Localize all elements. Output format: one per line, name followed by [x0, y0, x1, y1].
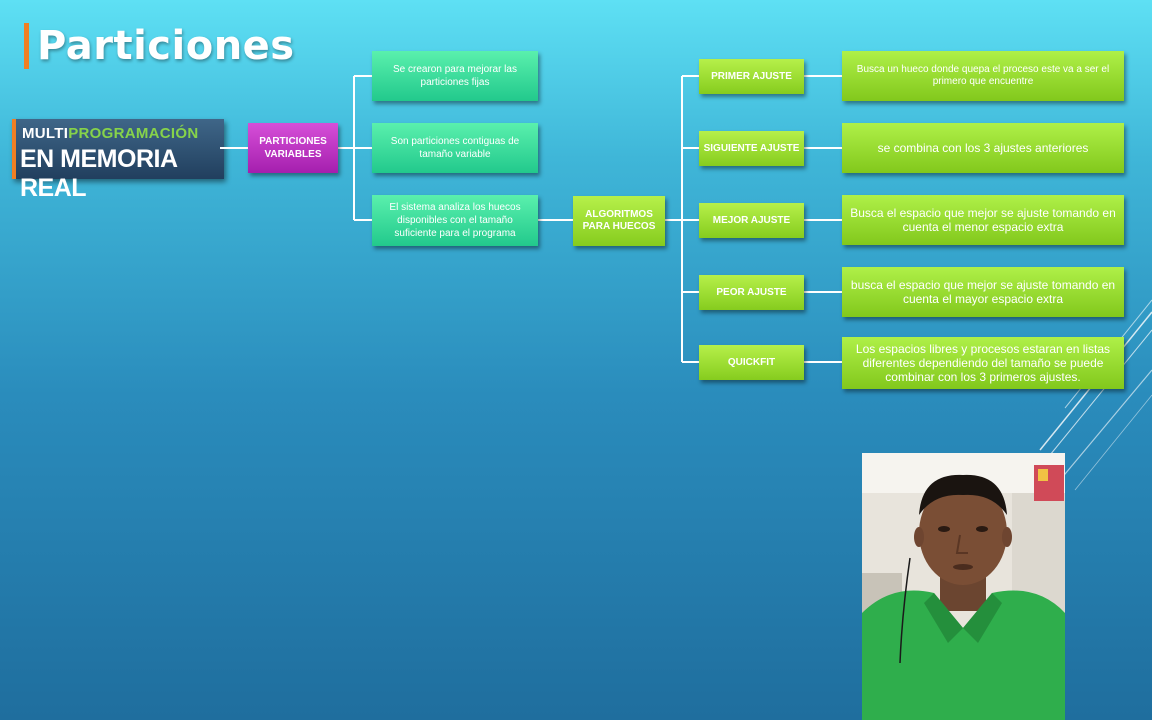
node-quickfit: QUICKFIT	[699, 345, 804, 380]
desc-primer-ajuste: Busca un hueco donde quepa el proceso es…	[842, 51, 1124, 101]
presenter-webcam	[862, 453, 1065, 720]
node-mejor-ajuste: MEJOR AJUSTE	[699, 203, 804, 238]
desc-siguiente-ajuste: se combina con los 3 ajustes anteriores	[842, 123, 1124, 173]
logo-line2: EN MEMORIA REAL	[20, 145, 177, 202]
title-accent-bar	[24, 23, 29, 69]
slide-title: Particiones	[24, 22, 295, 70]
logo-multi: MULTI	[22, 125, 69, 142]
presenter-video-frame	[862, 453, 1065, 720]
node-algoritmos-para-huecos: ALGORITMOS PARA HUECOS	[573, 196, 665, 246]
node-property-3: El sistema analiza los huecos disponible…	[372, 195, 538, 246]
desc-mejor-ajuste: Busca el espacio que mejor se ajuste tom…	[842, 195, 1124, 245]
desc-quickfit: Los espacios libres y procesos estaran e…	[842, 337, 1124, 389]
node-peor-ajuste: PEOR AJUSTE	[699, 275, 804, 310]
logo-line1: MULTIPROGRAMACIÓN	[22, 125, 198, 142]
node-property-1: Se crearon para mejorar las particiones …	[372, 51, 538, 101]
logo-programacion: PROGRAMACIÓN	[68, 125, 199, 142]
node-primer-ajuste: PRIMER AJUSTE	[699, 59, 804, 94]
page-title: Particiones	[37, 23, 295, 69]
node-particiones-variables: PARTICIONES VARIABLES	[248, 123, 338, 173]
logo-block: MULTIPROGRAMACIÓN EN MEMORIA REAL	[12, 119, 224, 202]
desc-peor-ajuste: busca el espacio que mejor se ajuste tom…	[842, 267, 1124, 317]
node-property-2: Son particiones contiguas de tamaño vari…	[372, 123, 538, 173]
node-siguiente-ajuste: SIGUIENTE AJUSTE	[699, 131, 804, 166]
